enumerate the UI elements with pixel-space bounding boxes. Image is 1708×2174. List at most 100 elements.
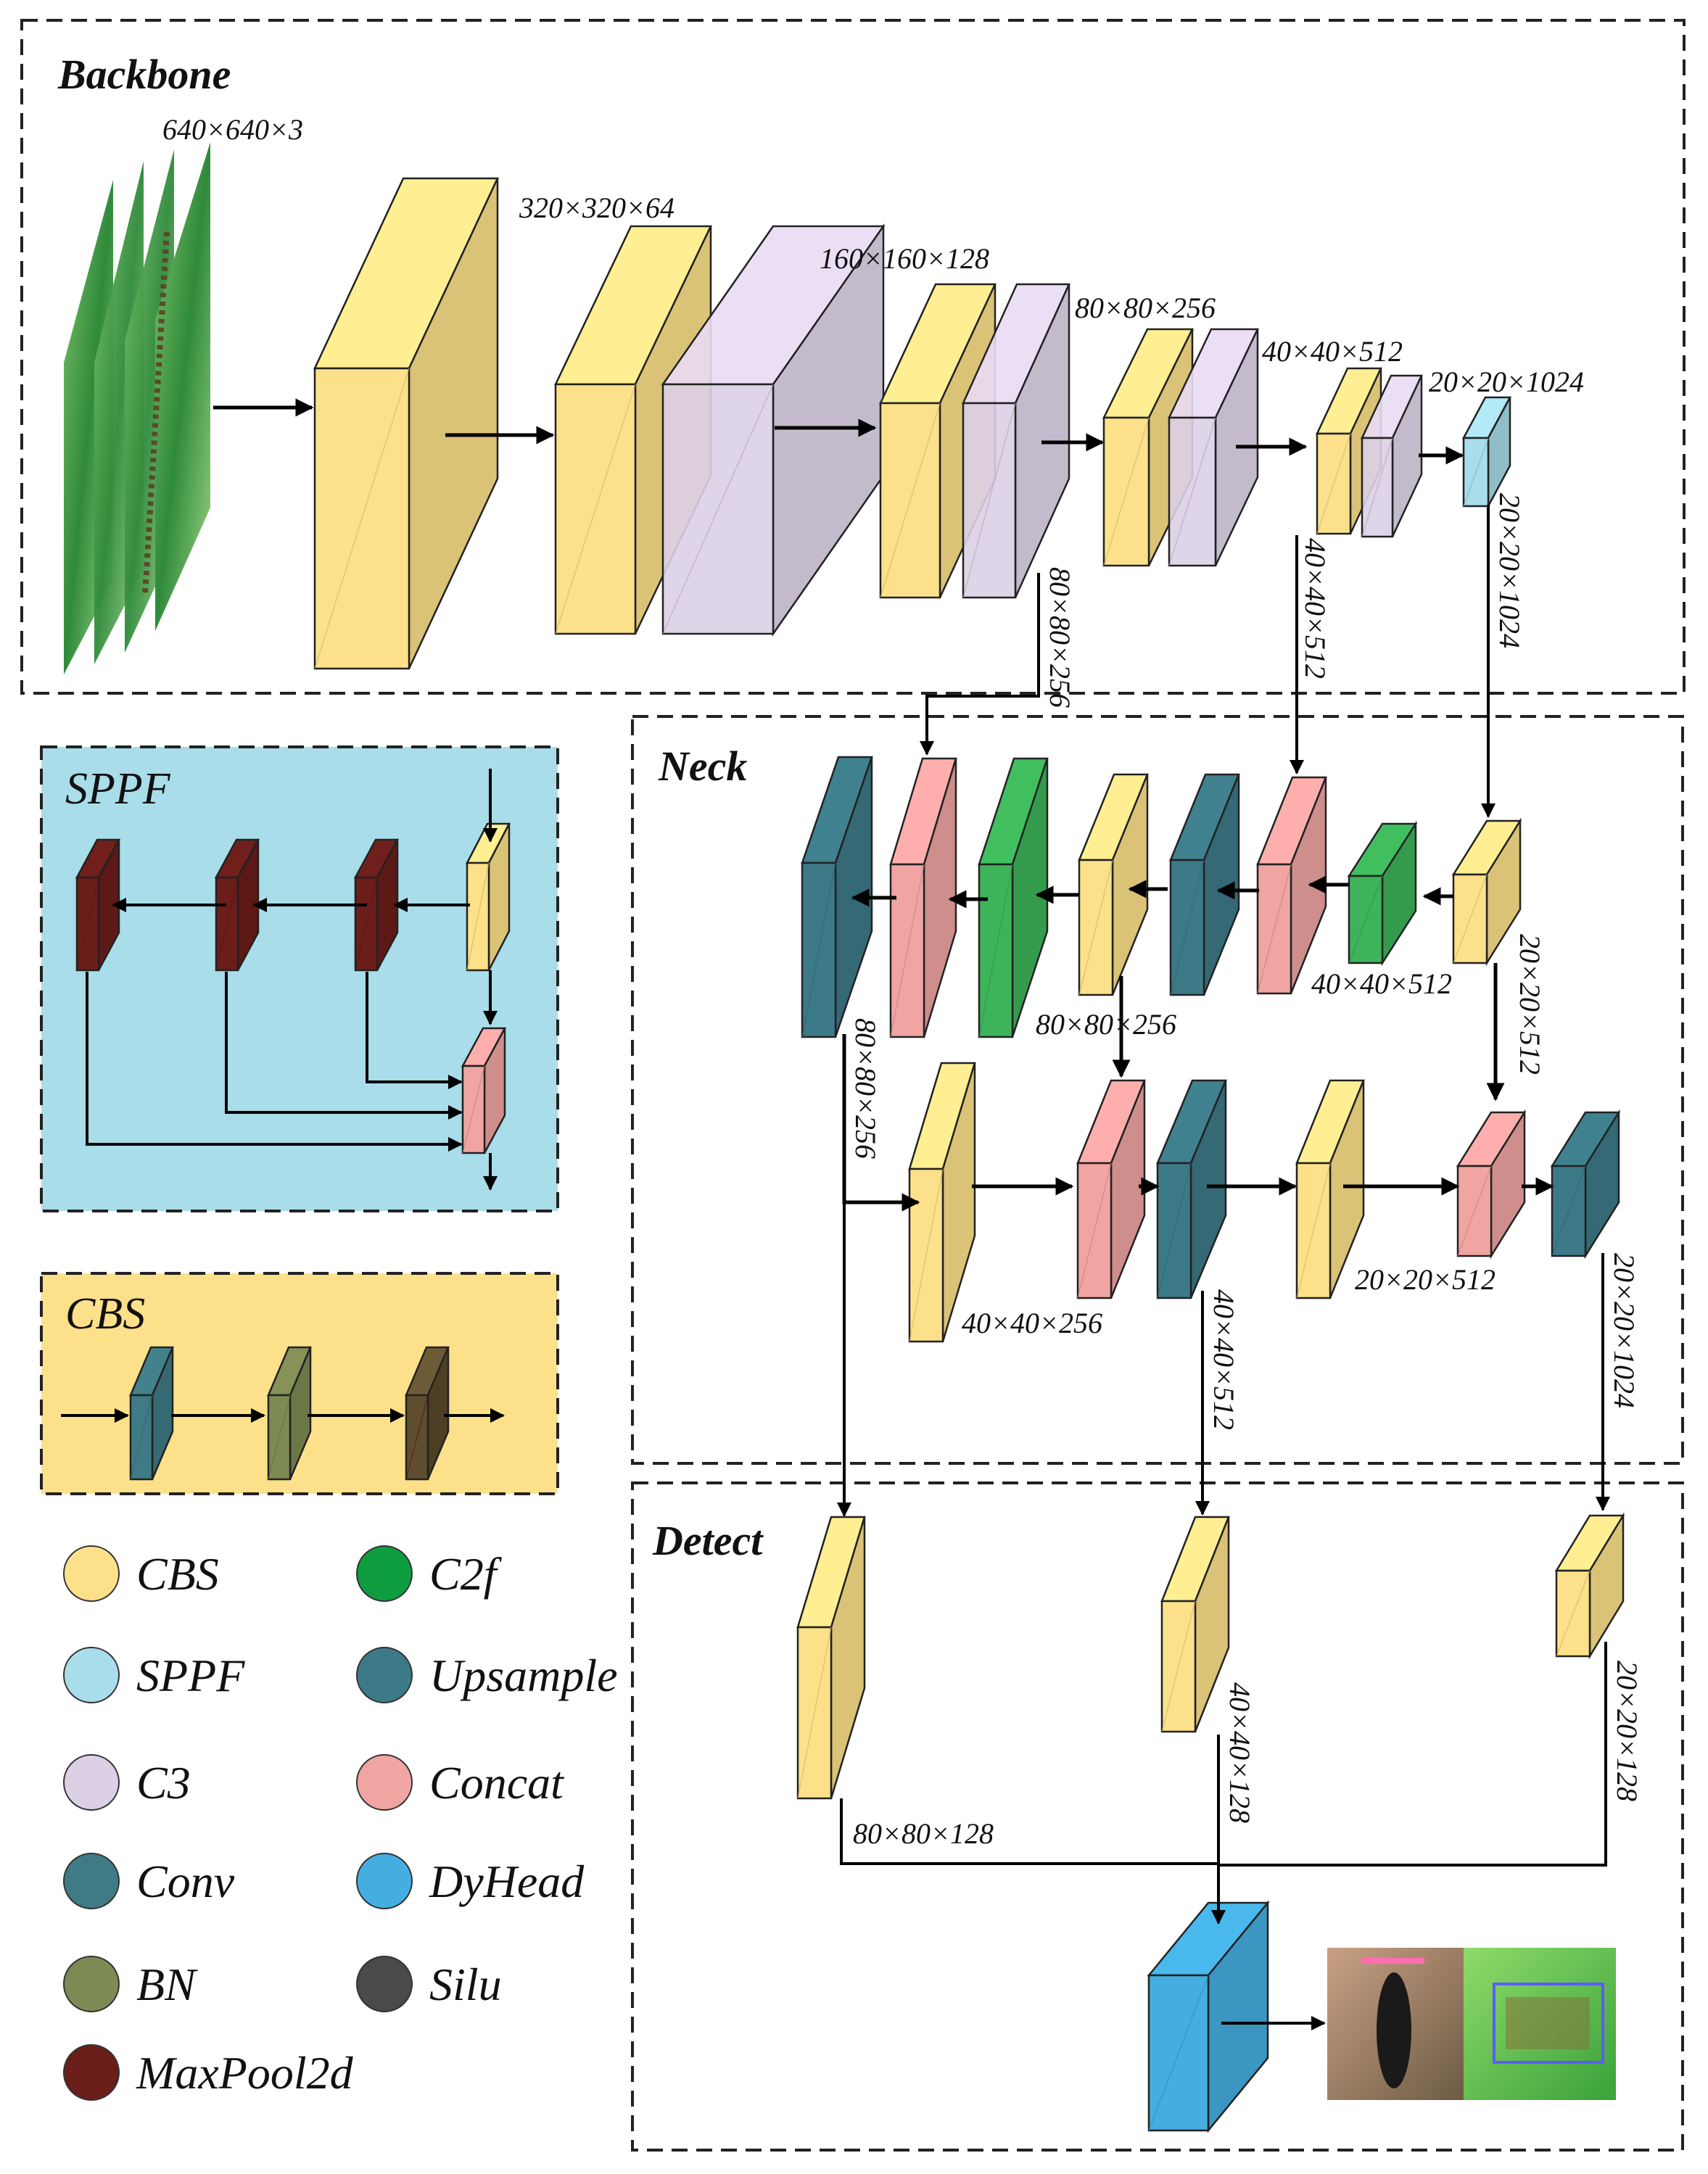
legend-swatch [356,1647,413,1703]
link-p5-label: 20×20×1024 [1493,493,1526,648]
sppf-cbs [465,822,511,972]
out-mid-label: 40×40×512 [1208,1289,1240,1430]
legend-swatch [63,1853,120,1909]
legend-swatch [356,1754,413,1811]
legend-swatch [356,1956,413,2012]
neck-cbs-3 [908,1062,976,1343]
legend-item-cbs: CBS [63,1545,219,1602]
neck-concat-4 [1456,1109,1527,1260]
neck-frame [631,715,1684,1465]
legend-item-concat: Concat [356,1754,565,1811]
sppf-title: SPPF [65,764,171,814]
legend-swatch [63,1956,120,2012]
sppf-maxpool-1 [353,838,400,972]
cbs-silu [405,1346,450,1481]
link-p3 [920,573,1040,756]
neck-left-down-label: 80×80×256 [849,1018,882,1159]
neck-cbs-1 [1078,773,1149,996]
legend-swatch [63,1754,120,1811]
backbone-sppf [1461,396,1512,508]
legend-item-maxpool2d: MaxPool2d [63,2044,354,2101]
sppf-maxpool-3 [75,838,121,972]
detect-title: Detect [652,1517,764,1564]
neck-upsample-4 [1550,1109,1621,1260]
input-dim-label: 640×640×3 [162,113,303,146]
detect-right-merge [1218,1642,1607,1867]
legend-swatch [63,2044,120,2101]
legend-label: Conv [136,1856,235,1907]
neck-right-down-label: 20×20×512 [1514,934,1546,1075]
detect-right-label: 20×20×128 [1611,1661,1643,1801]
detect-frame [631,1481,1684,2152]
stage4-dim-label: 40×40×512 [1262,335,1403,368]
neck-c2f-2 [1347,820,1418,967]
input-image [64,142,210,674]
legend-item-c3: C3 [63,1754,191,1811]
neck-upsample-2 [1169,773,1240,996]
legend-label: Silu [429,1959,502,2010]
legend-item-bn: BN [63,1956,198,2012]
neck-concat-1 [889,757,957,1038]
legend-label: DyHead [429,1856,585,1907]
backbone-c3-4 [1361,374,1423,538]
neck-concat-3 [1076,1079,1146,1299]
stage5-dim-label: 20×20×1024 [1429,365,1584,398]
neck-c2f-1 [978,757,1049,1038]
legend-label: Concat [429,1757,565,1809]
legend-item-conv: Conv [63,1853,235,1909]
legend-swatch [356,1545,413,1602]
stage1-dim-label: 320×320×64 [519,191,674,224]
legend-item-upsample: Upsample [356,1647,618,1703]
legend-label: BN [136,1959,198,2010]
cbs-title: CBS [65,1289,145,1339]
legend-item-c2f: C2f [356,1545,503,1602]
output-detection-image [1327,1948,1616,2100]
legend-swatch [63,1647,120,1703]
sppf-maxpool-2 [214,838,260,972]
neck-cbs-2 [1451,817,1522,967]
stage3-dim-label: 80×80×256 [1075,292,1216,324]
detect-cbs-mid [1160,1516,1230,1733]
cbs-conv [129,1346,174,1481]
backbone-cbs-3 [1102,328,1195,567]
backbone-cbs-0 [313,177,499,670]
stage2-dim-label: 160×160×128 [820,242,989,275]
legend-item-sppf: SPPF [63,1647,245,1703]
legend-swatch [63,1545,120,1602]
legend-swatch [356,1853,413,1909]
sppf-concat [461,1027,507,1154]
detect-left-label: 80×80×128 [853,1817,994,1850]
link-p4-label: 40×40×512 [1299,538,1332,679]
legend-label: MaxPool2d [136,2047,354,2099]
neck-upsample-3 [1156,1079,1227,1299]
backbone-frame [20,19,1686,695]
legend-label: SPPF [136,1650,245,1701]
legend-label: C3 [136,1757,191,1809]
neck-cbs-4 [1295,1079,1365,1299]
sppf-skip-2 [225,972,463,1120]
link-p3-label: 80×80×256 [1044,567,1076,708]
detect-cbs-right [1554,1512,1625,1660]
legend-item-dyhead: DyHead [356,1853,585,1909]
detect-mid-label: 40×40×128 [1224,1682,1256,1823]
neck-top-mid-label: 40×40×512 [1311,967,1452,1000]
sppf-skip-3 [86,972,463,1152]
detect-cbs-left [796,1516,866,1800]
neck-bottom-right-label: 20×20×512 [1355,1263,1495,1296]
out-right-label: 20×20×1024 [1608,1253,1641,1408]
sppf-skip-1 [366,972,463,1089]
neck-top-left-label: 80×80×256 [1036,1008,1176,1041]
legend-label: Upsample [429,1650,618,1701]
detect-left-merge [840,1798,1218,1865]
neck-bottom-left-label: 40×40×256 [962,1307,1102,1339]
cbs-bn [267,1346,312,1481]
legend-label: CBS [136,1548,219,1600]
neck-title: Neck [658,743,747,790]
backbone-title: Backbone [57,51,231,98]
legend-label: C2f [429,1548,503,1600]
legend-item-silu: Silu [356,1956,502,2012]
arrow-neck-left-down [842,1034,920,1212]
detect-dyhead [1147,1900,1270,2133]
backbone-c3-1 [661,223,886,637]
